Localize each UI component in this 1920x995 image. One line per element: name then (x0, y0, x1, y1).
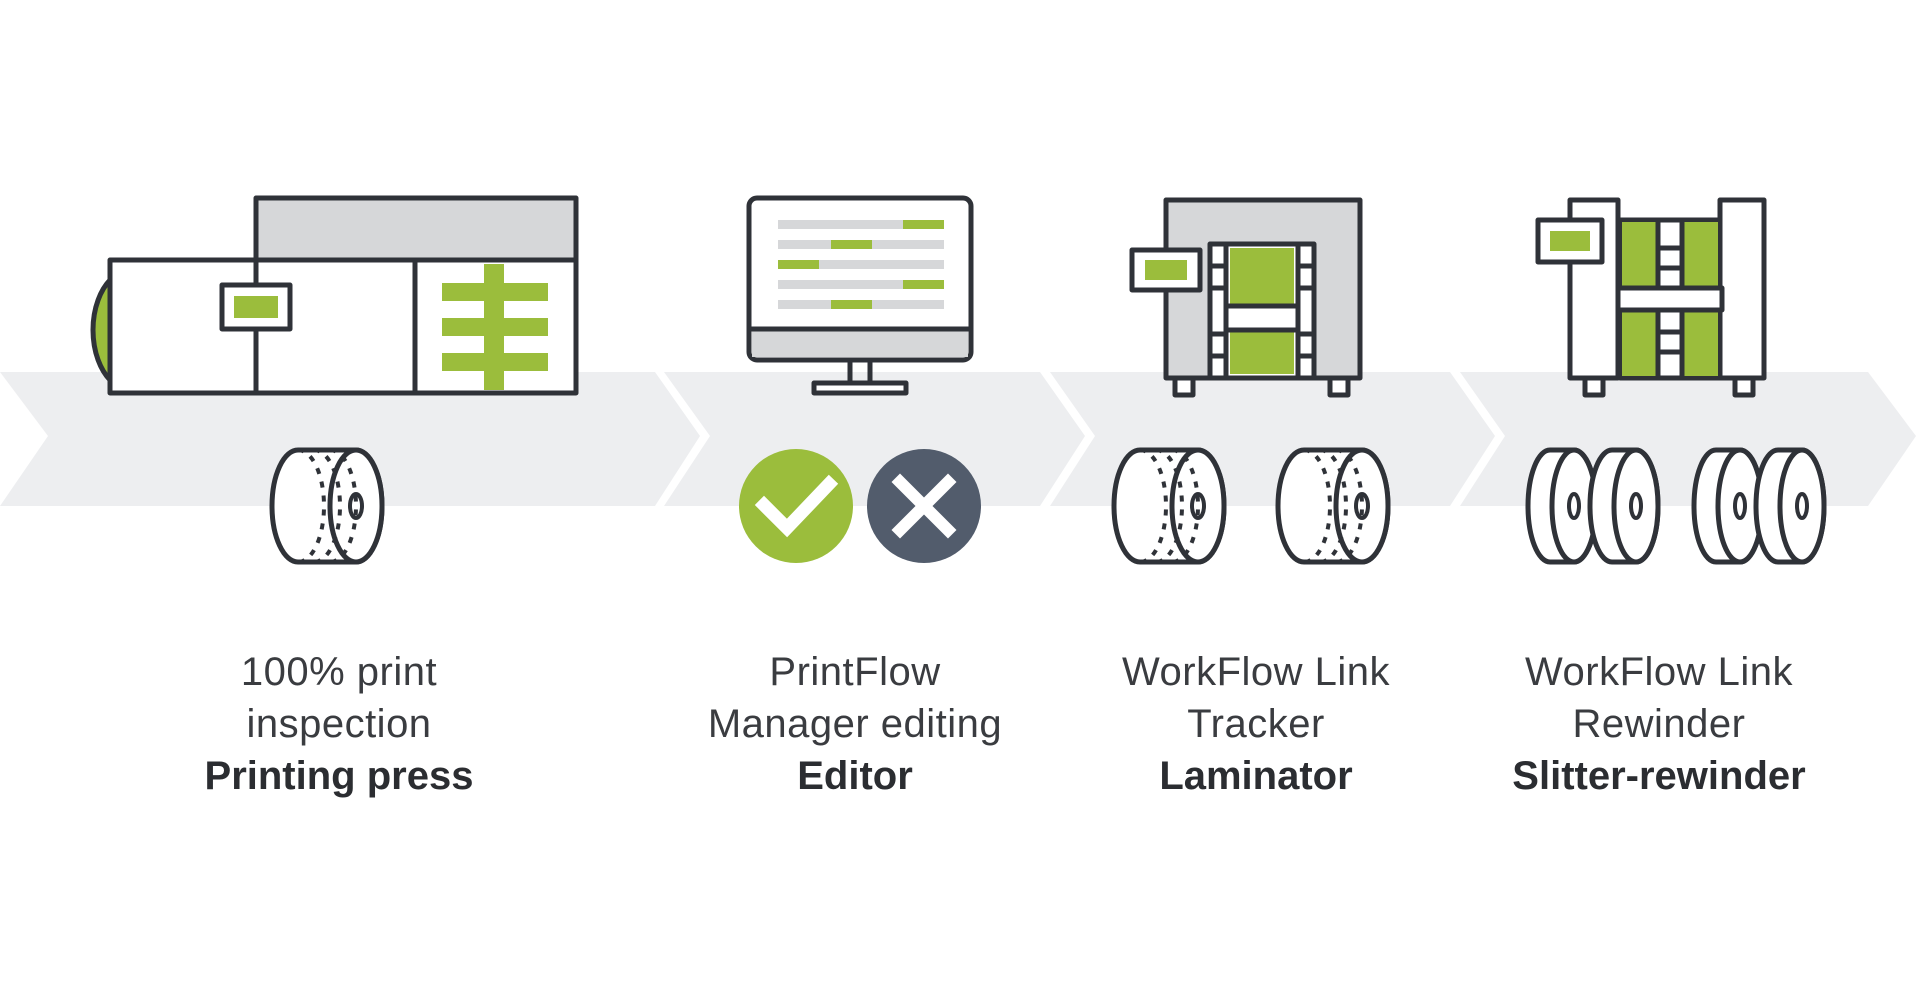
printing-press-icon (90, 195, 579, 396)
stage-line2: Rewinder (1572, 702, 1746, 746)
stage-editor-caption: PrintFlow Manager editing Editor (645, 646, 1065, 802)
stage-title: Slitter-rewinder (1512, 754, 1806, 798)
x-icon (867, 449, 981, 563)
stage-slitter-rewinder-caption: WorkFlow Link Rewinder Slitter-rewinder (1449, 646, 1869, 802)
laminator-icon (1129, 197, 1363, 398)
roll-icon (1114, 450, 1224, 562)
stage-line2: inspection (246, 702, 432, 746)
stage-line1: PrintFlow (769, 650, 941, 694)
stage-title: Printing press (204, 754, 474, 798)
roll-icon (272, 450, 382, 562)
stage-line1: WorkFlow Link (1524, 650, 1794, 694)
flow-arrow-1 (0, 372, 700, 506)
stage-line1: WorkFlow Link (1121, 650, 1391, 694)
stage-line1: 100% print (240, 650, 438, 694)
stage-title: Editor (797, 754, 913, 798)
check-icon (739, 449, 853, 563)
stage-title: Laminator (1159, 754, 1353, 798)
stage-line2: Manager editing (707, 702, 1003, 746)
stage-laminator-caption: WorkFlow Link Tracker Laminator (1046, 646, 1466, 802)
monitor-icon (746, 195, 974, 396)
slitter-rewinder-icon (1535, 197, 1767, 398)
roll-icon (1278, 450, 1388, 562)
stage-line2: Tracker (1187, 702, 1325, 746)
stage-printing-press-caption: 100% print inspection Printing press (129, 646, 549, 802)
